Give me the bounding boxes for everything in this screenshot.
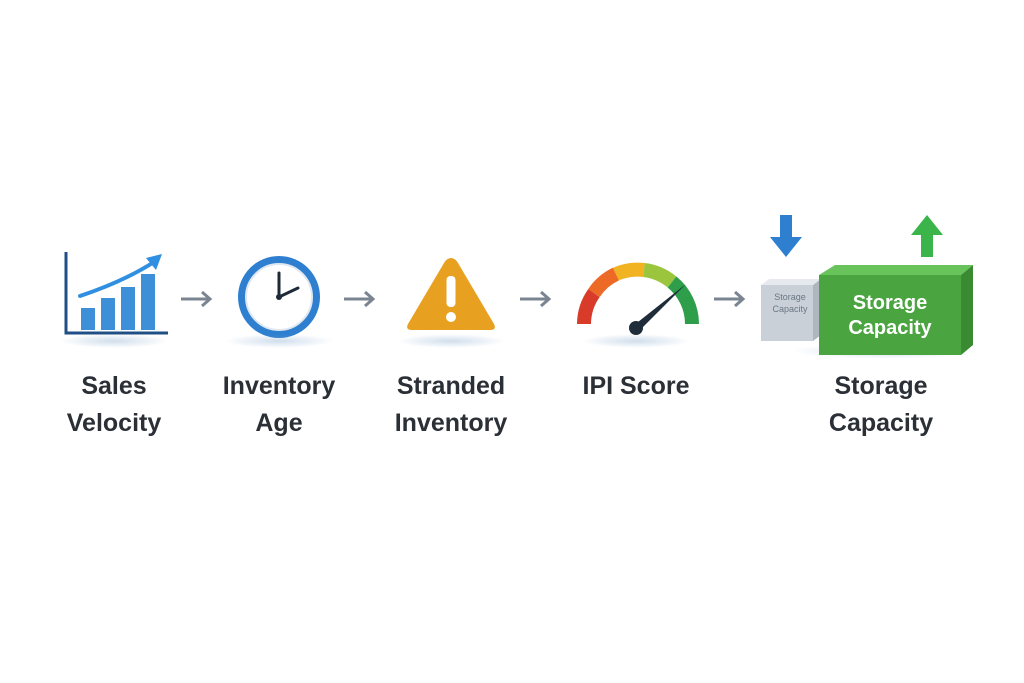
step-label: Inventory Age — [222, 372, 336, 437]
arrow-right-icon — [710, 287, 750, 311]
small-box-label: Storage Capacity — [772, 292, 808, 314]
chart-icon — [64, 252, 168, 335]
icon-shadow — [224, 334, 334, 348]
icon-shadow — [59, 334, 169, 348]
arrow-down-icon — [770, 215, 802, 257]
arrow-right-icon — [516, 287, 556, 311]
arrow-right-icon — [340, 287, 380, 311]
icon-shadow — [581, 334, 691, 348]
warning-icon — [407, 258, 495, 330]
storage-box-icon — [761, 265, 973, 355]
step-label: Storage Capacity — [828, 372, 934, 437]
clock-icon — [238, 256, 320, 338]
gauge-icon — [577, 262, 700, 335]
step-label: Sales Velocity — [66, 372, 162, 437]
icon-shadow — [396, 334, 506, 348]
arrow-right-icon — [177, 287, 217, 311]
step-label: IPI Score — [582, 372, 690, 400]
arrow-up-icon — [911, 215, 943, 257]
big-box-label: Storage Capacity — [848, 292, 932, 339]
step-label: Stranded Inventory — [394, 372, 508, 437]
